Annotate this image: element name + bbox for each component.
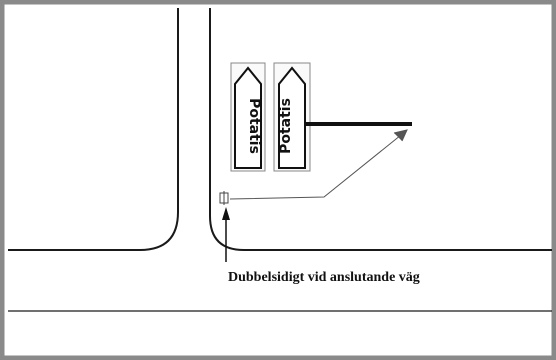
road-edges — [8, 8, 552, 251]
sign-post-symbol — [219, 191, 229, 205]
direction-sign-2: Potatis — [273, 62, 311, 172]
caption-arrow — [222, 207, 230, 262]
pointer-arrow — [229, 129, 408, 200]
sign-1-label: Potatis — [246, 98, 262, 154]
sign-2-label: Potatis — [278, 98, 294, 154]
direction-sign-1: Potatis — [230, 62, 266, 172]
diagram-caption: Dubbelsidigt vid anslutande väg — [228, 270, 420, 285]
left-road-edge — [8, 8, 179, 251]
sign-1-body — [234, 66, 262, 169]
right-road-edge — [209, 8, 552, 251]
